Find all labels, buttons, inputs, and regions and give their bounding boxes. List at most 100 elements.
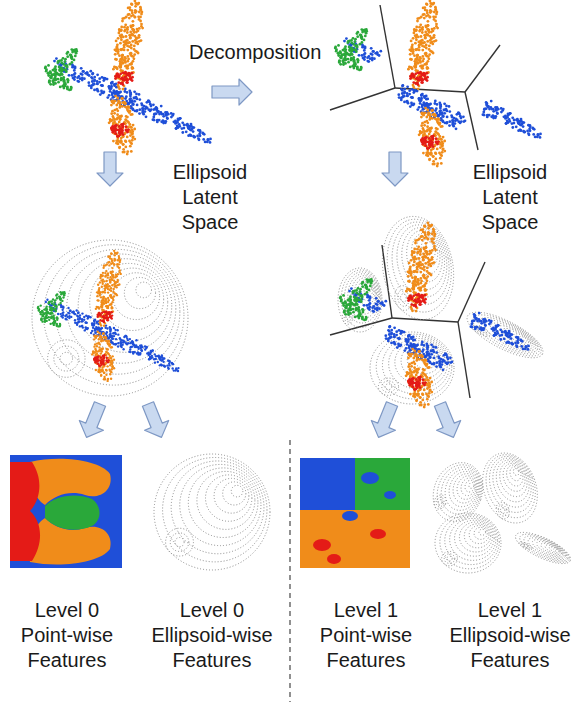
point <box>434 9 437 12</box>
point <box>337 44 340 47</box>
point <box>123 17 126 20</box>
point <box>121 129 124 132</box>
point <box>424 144 427 147</box>
point <box>70 86 73 89</box>
point <box>157 361 159 363</box>
point <box>115 139 118 142</box>
point <box>423 6 426 9</box>
point <box>128 101 131 104</box>
point <box>68 89 71 92</box>
point <box>350 43 353 46</box>
point <box>193 136 196 139</box>
point <box>522 130 525 133</box>
point <box>412 52 415 55</box>
point <box>119 105 122 108</box>
point <box>428 113 431 116</box>
point <box>434 158 437 161</box>
point <box>207 138 210 141</box>
point <box>536 136 539 139</box>
point <box>427 24 430 27</box>
point <box>422 152 425 155</box>
point <box>421 49 424 52</box>
point <box>421 93 424 96</box>
point <box>367 60 370 63</box>
point <box>123 79 126 82</box>
point <box>372 50 375 53</box>
point <box>430 149 433 152</box>
point <box>126 116 129 119</box>
point <box>128 63 131 66</box>
point <box>137 29 140 32</box>
point <box>122 148 125 151</box>
point <box>425 144 428 147</box>
point <box>508 118 511 121</box>
point <box>443 140 446 143</box>
point <box>356 35 359 38</box>
point <box>425 33 428 36</box>
point <box>414 61 417 64</box>
point <box>435 13 438 16</box>
point <box>134 5 137 8</box>
point <box>410 96 413 99</box>
point <box>420 124 423 127</box>
point <box>424 141 427 144</box>
point <box>167 368 169 370</box>
point <box>421 108 424 111</box>
point <box>77 80 80 83</box>
point <box>65 318 67 320</box>
point <box>128 98 131 101</box>
point <box>422 101 425 104</box>
point <box>418 44 421 47</box>
point <box>340 57 343 60</box>
point <box>421 60 424 63</box>
point <box>152 103 155 106</box>
point <box>429 5 432 8</box>
point <box>520 120 523 123</box>
point <box>122 97 125 100</box>
point <box>440 138 443 141</box>
point <box>81 325 83 327</box>
point <box>361 37 364 40</box>
point <box>187 134 190 137</box>
point <box>129 141 132 144</box>
point <box>496 112 499 115</box>
ellipsoid-ring <box>54 346 79 371</box>
point <box>350 52 353 55</box>
point <box>418 30 421 33</box>
point <box>435 141 438 144</box>
point <box>428 133 431 136</box>
point <box>82 70 85 73</box>
point <box>138 112 141 115</box>
point <box>438 110 441 113</box>
point <box>120 115 123 118</box>
point <box>124 140 127 143</box>
point <box>81 73 84 76</box>
point <box>425 47 428 50</box>
point <box>419 65 422 68</box>
point <box>115 58 118 61</box>
point <box>110 112 113 115</box>
point <box>519 123 522 126</box>
point <box>64 82 67 85</box>
point <box>445 108 448 111</box>
point <box>379 50 382 53</box>
point <box>420 94 423 97</box>
point <box>344 62 347 65</box>
point <box>116 113 119 116</box>
point <box>428 147 431 150</box>
point <box>426 12 429 15</box>
point <box>58 59 61 62</box>
point <box>133 128 136 131</box>
point <box>422 143 425 146</box>
point <box>441 148 444 151</box>
point <box>431 135 434 138</box>
ellipsoid-ring <box>124 277 155 308</box>
point <box>125 40 128 43</box>
point <box>338 60 341 63</box>
point <box>426 152 429 155</box>
point <box>47 74 50 77</box>
point <box>421 31 424 34</box>
point <box>153 119 156 122</box>
point <box>64 60 67 63</box>
point <box>111 128 114 131</box>
